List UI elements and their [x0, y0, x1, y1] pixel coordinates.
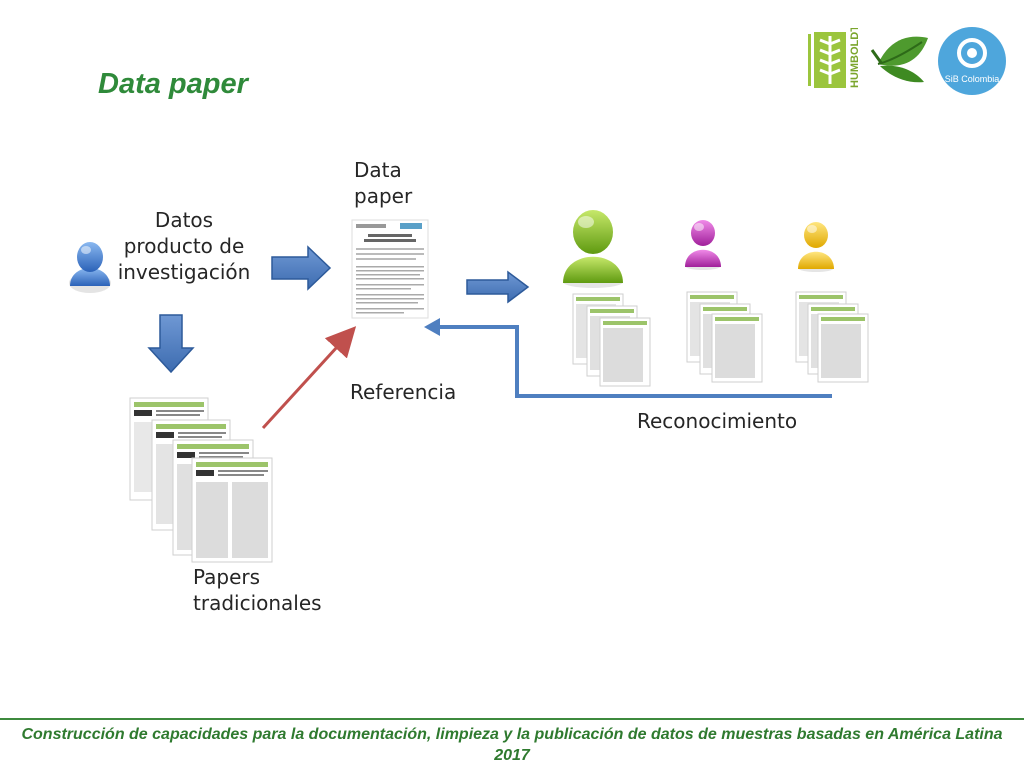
humboldt-logo-text: HUMBOLDT — [849, 28, 861, 88]
arrow-down-to-papers — [147, 314, 195, 374]
data-paper-document — [351, 219, 429, 319]
humboldt-logo: HUMBOLDT — [806, 28, 868, 92]
label-reconocimiento: Reconocimiento — [637, 409, 798, 433]
data-paper-diagram — [69, 210, 869, 563]
footer-caption: Construcción de capacidades para la docu… — [0, 718, 1024, 768]
recognition-arrowhead — [424, 318, 440, 336]
sib-colombia-logo: SiB Colombia — [938, 27, 1006, 95]
reference-arrow — [261, 326, 357, 430]
traditional-papers-stack — [129, 397, 273, 563]
label-papers-tradicionales: Papers tradicionales — [193, 565, 322, 615]
arrow-right-to-readers — [466, 270, 530, 304]
logo-group: HUMBOLDT SiB Colombia — [800, 22, 1014, 98]
arrow-right-to-data-paper — [271, 245, 332, 291]
magenta-reader-person-icon — [685, 220, 721, 270]
label-datos-producto: Datos producto de investigación — [117, 208, 251, 284]
green-reader-person-icon — [563, 210, 623, 288]
green-reader-papers — [572, 293, 651, 387]
researcher-person-icon — [69, 242, 111, 293]
label-referencia: Referencia — [350, 380, 457, 404]
yellow-reader-papers — [795, 291, 869, 383]
label-data-paper: Data paper — [354, 158, 413, 208]
yellow-reader-person-icon — [798, 222, 834, 272]
magenta-reader-papers — [686, 291, 763, 383]
sib-logo-text: SiB Colombia — [945, 74, 1000, 84]
leaf-logo — [870, 36, 928, 83]
slide-title: Data paper — [98, 68, 248, 100]
recognition-line — [436, 325, 832, 398]
